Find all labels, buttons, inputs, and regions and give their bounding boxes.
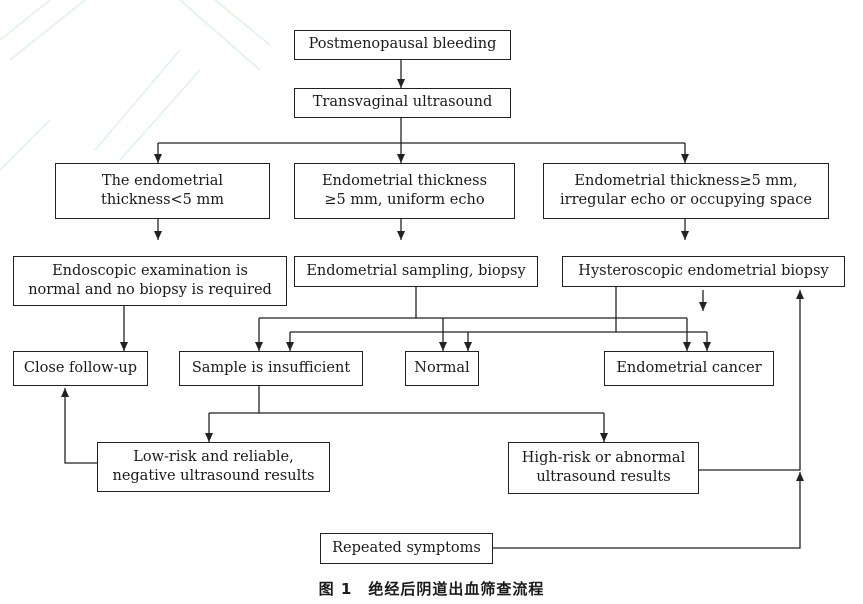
node-endoscopic-normal: Endoscopic examination is normal and no … (13, 256, 287, 306)
node-postmenopausal-bleeding: Postmenopausal bleeding (294, 30, 511, 60)
background-watermark (0, 0, 271, 171)
node-transvaginal-ultrasound: Transvaginal ultrasound (294, 88, 511, 118)
figure-caption: 图 1 绝经后阴道出血筛查流程 (318, 580, 545, 598)
node-endometrial-sampling: Endometrial sampling, biopsy (294, 256, 538, 287)
node-thickness-ge5-uniform: Endometrial thickness ≥5 mm, uniform ech… (294, 163, 515, 219)
node-thickness-ge5-irregular: Endometrial thickness≥5 mm, irregular ec… (543, 163, 829, 219)
node-close-followup: Close follow-up (13, 351, 148, 386)
node-endometrial-cancer: Endometrial cancer (604, 351, 774, 386)
node-sample-insufficient: Sample is insufficient (179, 351, 363, 386)
arrow-repeated-to-hysteroscopic (493, 472, 804, 549)
node-low-risk: Low-risk and reliable, negative ultrasou… (97, 442, 330, 492)
arrow-low-risk-to-followup (61, 388, 97, 464)
node-hysteroscopic-biopsy: Hysteroscopic endometrial biopsy (562, 256, 845, 287)
node-high-risk: High-risk or abnormal ultrasound results (508, 442, 699, 494)
arrow-high-risk-to-hysteroscopic (699, 290, 804, 471)
node-normal: Normal (405, 351, 479, 386)
node-thickness-lt5: The endometrial thickness<5 mm (55, 163, 270, 219)
node-repeated-symptoms: Repeated symptoms (320, 533, 493, 564)
